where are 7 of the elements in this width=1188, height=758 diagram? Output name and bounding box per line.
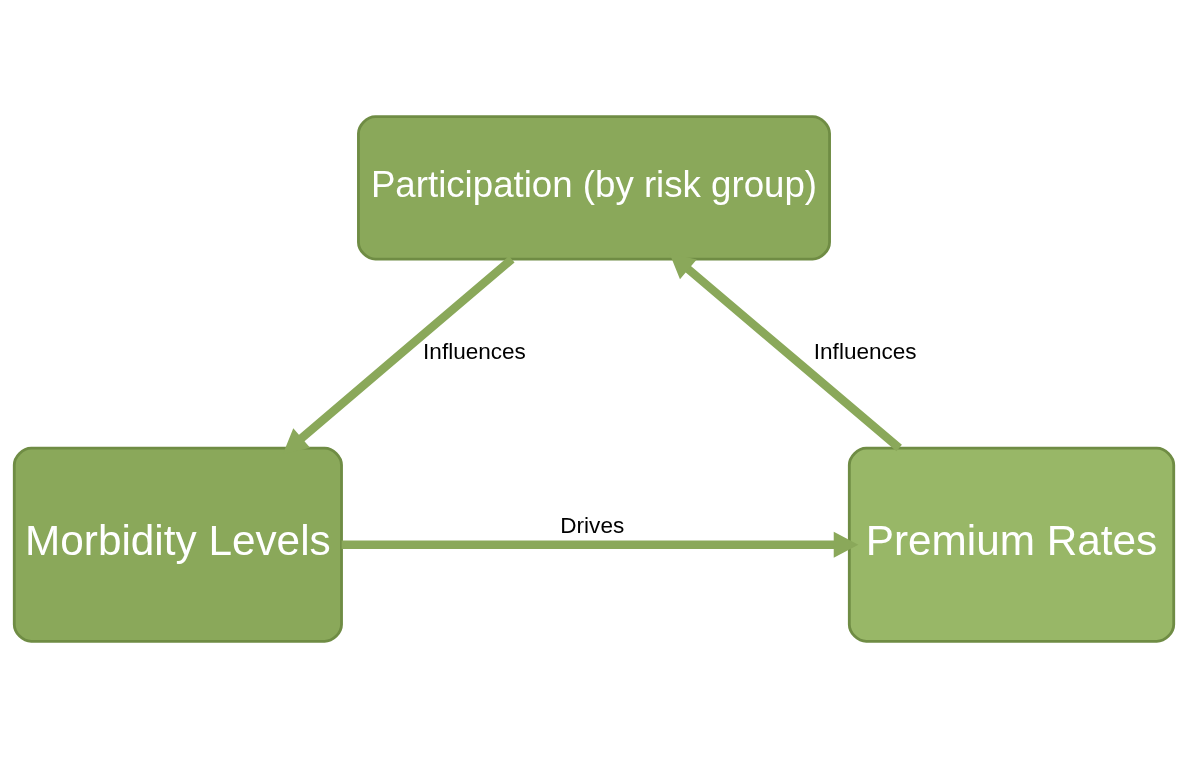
node-box: Morbidity Levels — [12, 446, 343, 643]
edge-label: Drives — [560, 513, 625, 539]
edge-label: Influences — [423, 338, 526, 364]
edge-label: Influences — [813, 338, 917, 364]
arrow — [341, 531, 859, 558]
node-box: Premium Rates — [847, 446, 1176, 643]
node-box: Participation (by risk group) — [357, 115, 831, 261]
